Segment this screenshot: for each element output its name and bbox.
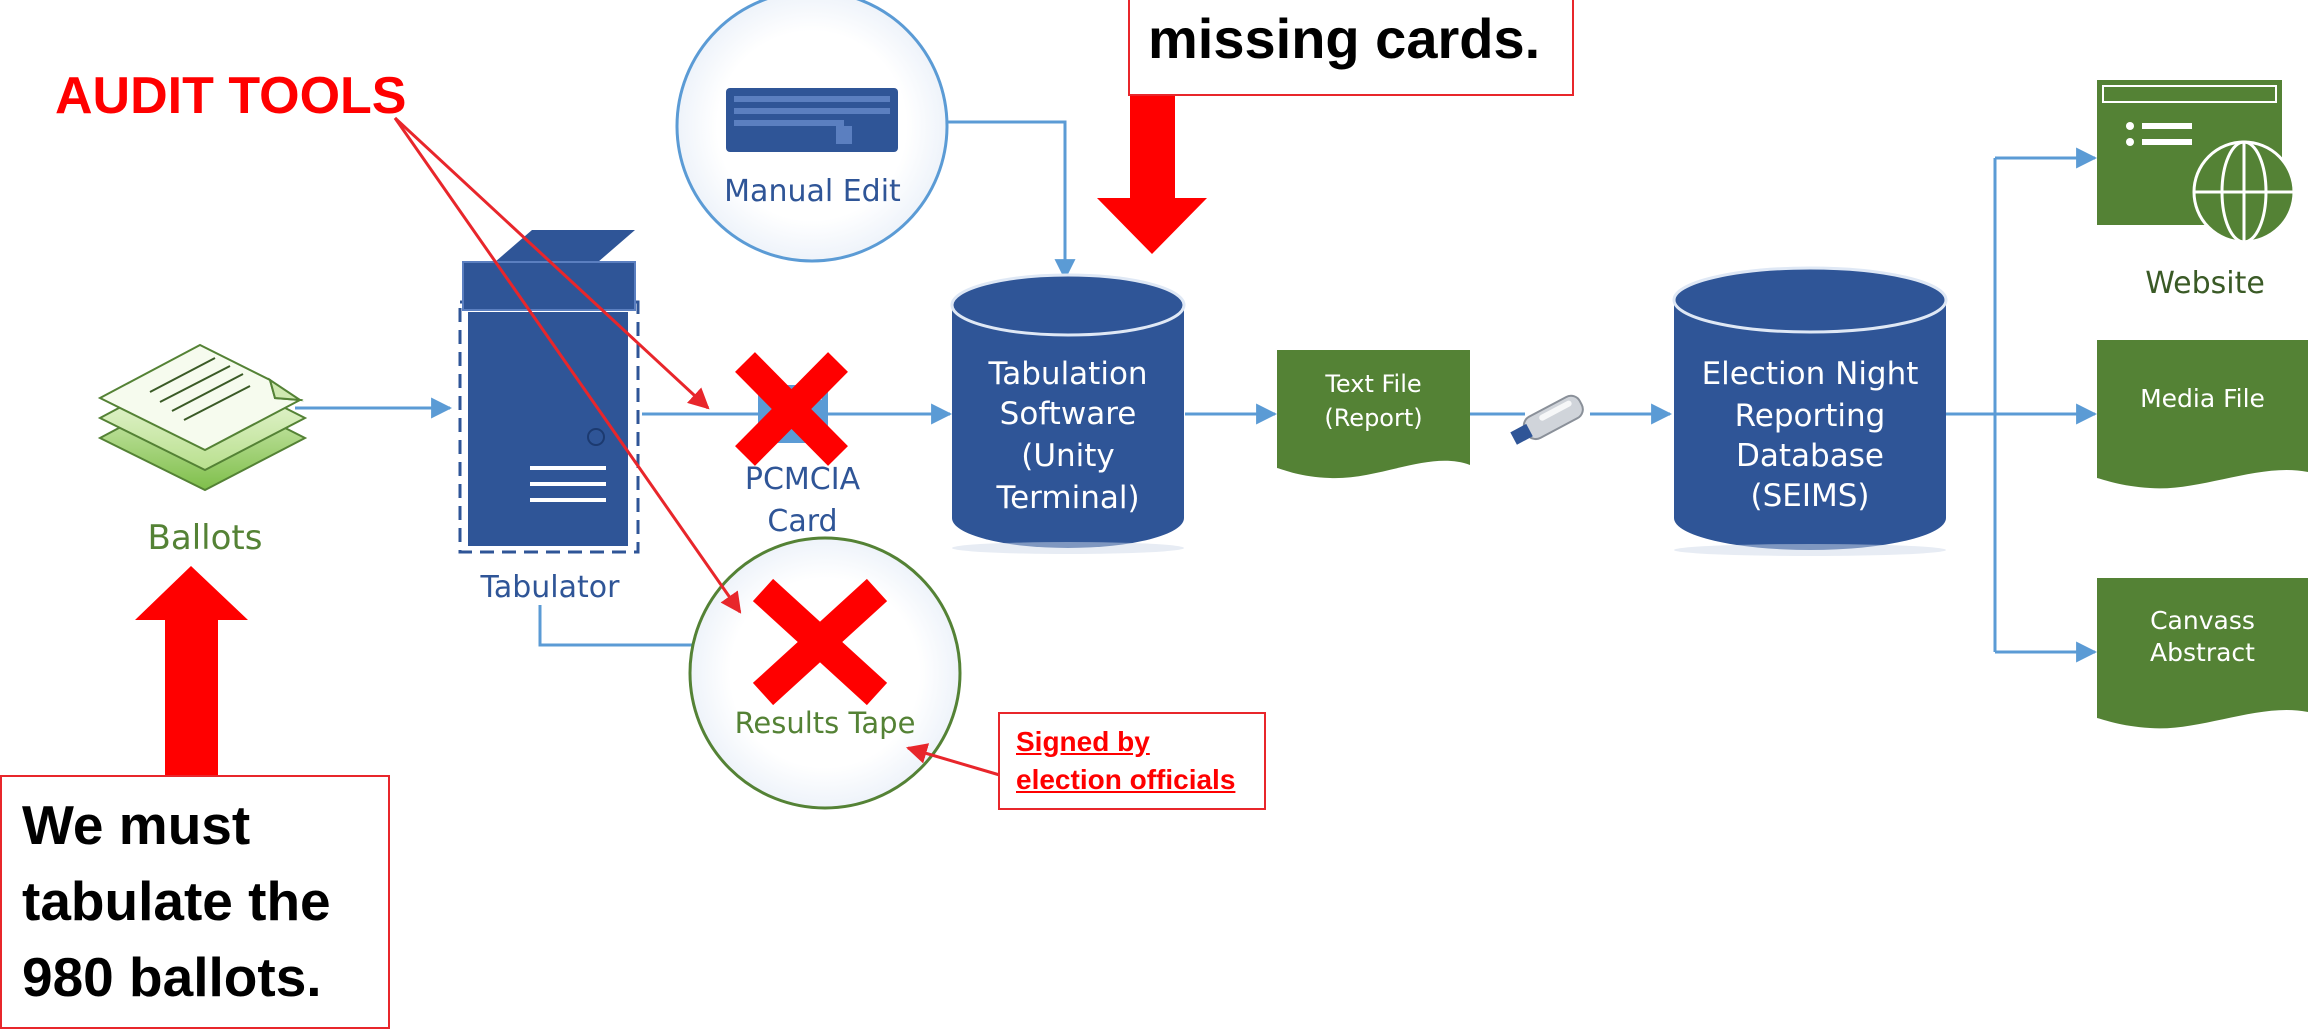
enr-database-line-1: Election Night — [1701, 356, 1919, 392]
signed-by-line-2: election officials — [1016, 764, 1236, 795]
enr-database-line-3: Database — [1736, 438, 1884, 474]
tabulation-software-line-3: (Unity — [1021, 438, 1115, 474]
must-tabulate-line-3: 980 ballots. — [22, 946, 322, 1008]
manual-edit-to-software-arrow — [945, 120, 1076, 281]
tabulation-software-line-2: Software — [999, 396, 1137, 432]
pcmcia-label-line-1: PCMCIA — [744, 462, 861, 497]
text-file-line-2: (Report) — [1324, 404, 1423, 432]
signed-by-line-1: Signed by — [1016, 726, 1150, 757]
enr-database-line-4: (SEIMS) — [1750, 478, 1870, 514]
enr-database-line-2: Reporting — [1734, 398, 1886, 434]
media-file-label: Media File — [2140, 384, 2265, 413]
tabulator-label: Tabulator — [480, 570, 620, 605]
canvass-abstract-line-2: Abstract — [2150, 638, 2255, 667]
missing-cards-down-arrow — [1097, 85, 1207, 254]
text-file-line-1: Text File — [1325, 370, 1422, 398]
must-tabulate-line-1: We must — [22, 794, 251, 856]
enr-database-cylinder — [1672, 266, 1948, 556]
tabulator-icon — [458, 230, 640, 554]
canvass-abstract-line-1: Canvass — [2150, 606, 2255, 635]
audit-tools-pointers — [393, 116, 1004, 778]
audit-tools-label: AUDIT TOOLS — [55, 67, 407, 125]
ballots-icon — [97, 343, 308, 492]
media-file-document — [2097, 340, 2308, 489]
results-tape-node — [688, 536, 962, 810]
manual-edit-label: Manual Edit — [724, 174, 901, 209]
manual-edit-node — [675, 0, 949, 263]
tabulation-software-line-1: Tabulation — [988, 356, 1148, 392]
text-file-document — [1277, 350, 1470, 479]
pcmcia-x-mark — [735, 352, 848, 466]
pcmcia-label-line-2: Card — [767, 504, 838, 539]
usb-drive-icon — [1510, 394, 1584, 445]
missing-cards-callout: missing cards. — [1128, 0, 1574, 96]
website-label: Website — [2145, 266, 2265, 301]
canvass-abstract-document — [2097, 578, 2308, 729]
must-tabulate-callout: We must tabulate the 980 ballots. — [0, 775, 390, 1029]
signed-by-callout: Signed by election officials — [998, 712, 1266, 810]
website-icon — [2097, 80, 2296, 244]
audit-pointer-to-pcmcia — [393, 116, 710, 410]
ballots-up-arrow — [135, 566, 248, 778]
audit-pointer-to-tape — [393, 117, 742, 614]
signed-pointer-to-tape — [905, 743, 1004, 778]
results-tape-label: Results Tape — [734, 706, 916, 740]
results-tape-x-mark — [752, 578, 888, 706]
must-tabulate-line-2: tabulate the — [22, 870, 331, 932]
ballots-label: Ballots — [147, 518, 263, 558]
tabulation-software-cylinder — [950, 273, 1186, 554]
missing-cards-text: missing cards. — [1148, 7, 1541, 70]
tabulation-software-line-4: Terminal) — [996, 480, 1140, 516]
flow-lines — [295, 120, 2098, 663]
keyboard-icon — [726, 88, 898, 152]
